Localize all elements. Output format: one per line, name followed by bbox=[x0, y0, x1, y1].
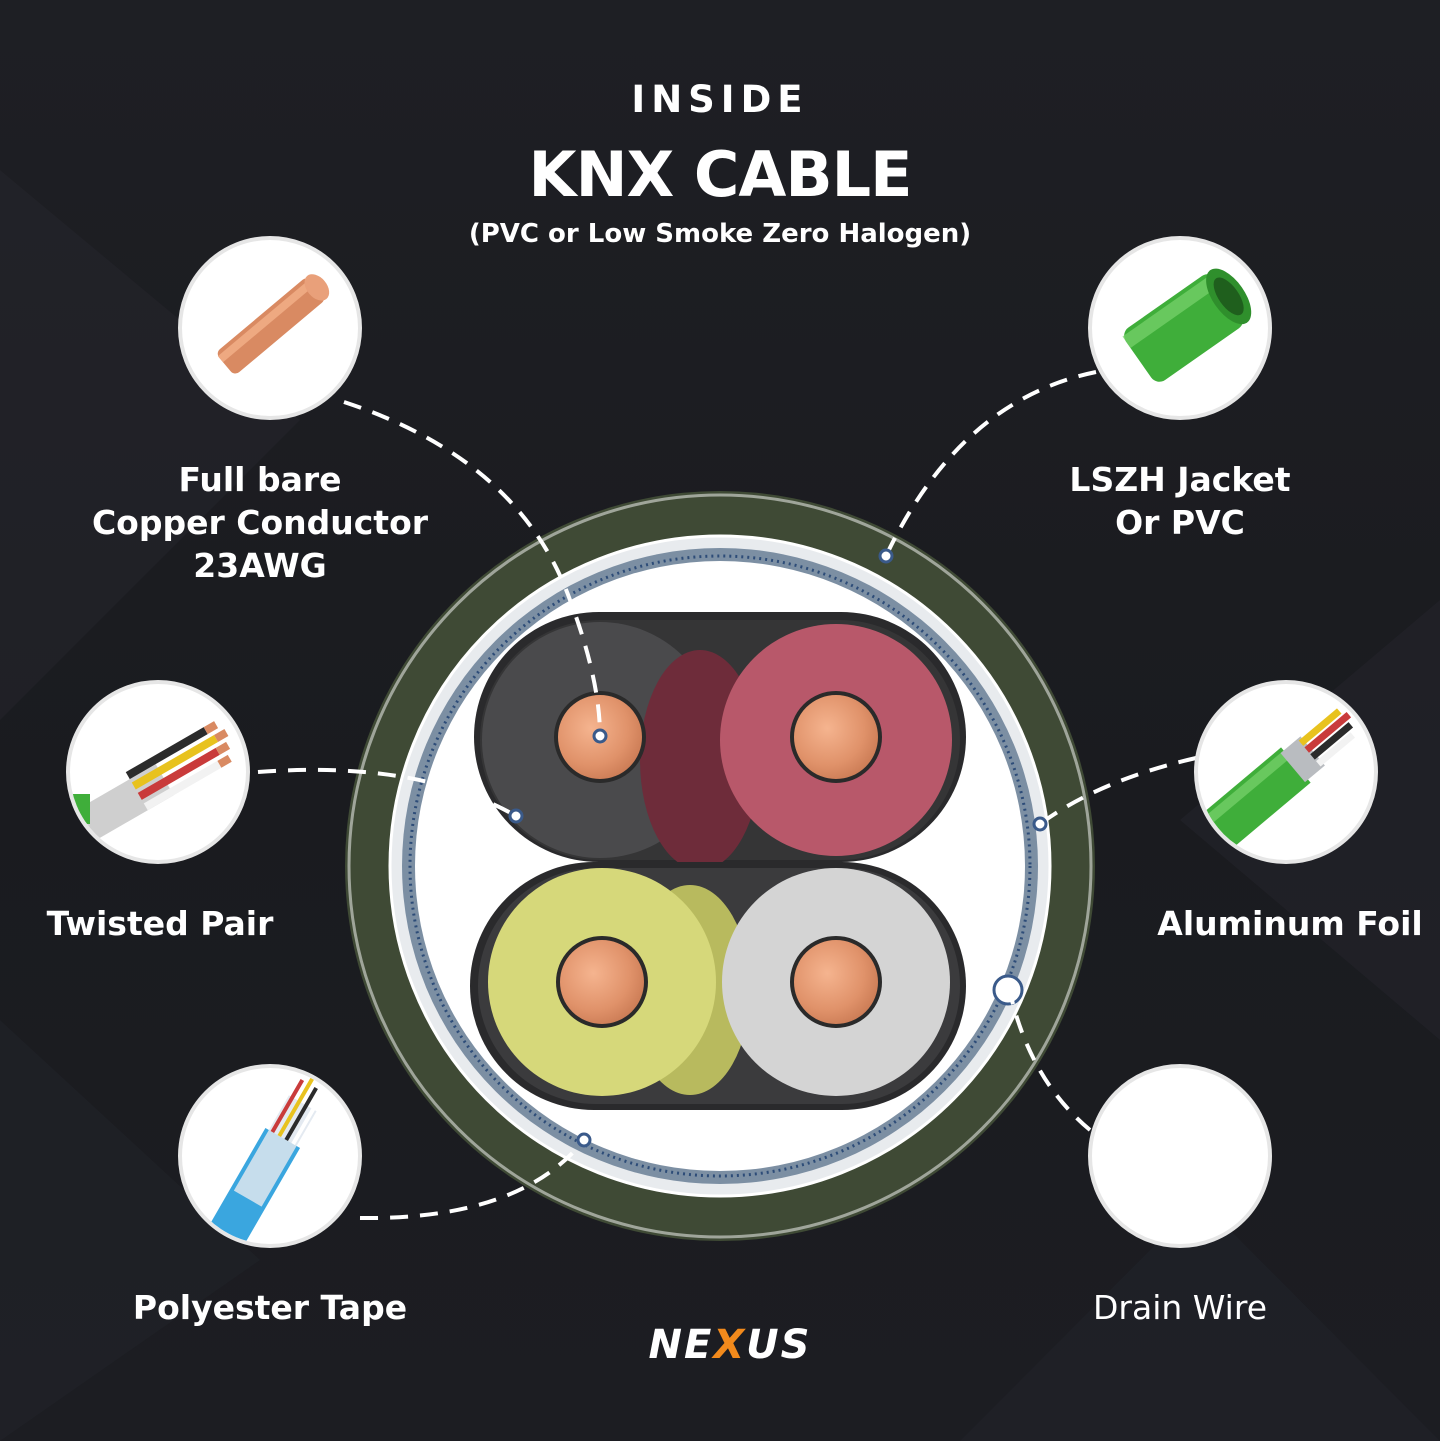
cable-cross-section bbox=[345, 491, 1095, 1241]
label-drain-wire: Drain Wire bbox=[1093, 1288, 1267, 1327]
connector-tape bbox=[359, 1138, 586, 1221]
connector-twisted bbox=[257, 767, 518, 818]
jacket-edge bbox=[347, 493, 1093, 1239]
polyester-tape-cable-icon bbox=[178, 1064, 362, 1248]
label-polyester-tape: Polyester Tape bbox=[132, 1288, 408, 1327]
connector-dot bbox=[576, 1132, 592, 1148]
label-jacket-line2: Or PVC bbox=[1115, 503, 1245, 542]
brand-logo: NEXUS bbox=[620, 1322, 840, 1368]
connector-drain bbox=[1008, 991, 1092, 1132]
brand-logo-mark: X bbox=[713, 1322, 747, 1368]
connector-dot bbox=[592, 728, 608, 744]
label-copper-line2: Copper Conductor bbox=[91, 503, 429, 542]
green-jacket-tube-icon bbox=[1088, 236, 1272, 420]
label-jacket: LSZH Jacket Or PVC bbox=[980, 458, 1380, 544]
label-twisted-pair: Twisted Pair bbox=[46, 904, 274, 943]
page-subtitle: (PVC or Low Smoke Zero Halogen) bbox=[468, 219, 972, 249]
page-title: KNX CABLE bbox=[528, 138, 913, 211]
copper-core bbox=[790, 936, 882, 1028]
connector-jacket bbox=[884, 370, 1097, 557]
label-aluminum-foil: Aluminum Foil bbox=[1157, 904, 1423, 943]
brand-logo-pre: NE bbox=[648, 1322, 714, 1368]
connector-dot bbox=[1032, 816, 1048, 832]
foil-shielded-cable-icon bbox=[1194, 680, 1378, 864]
label-copper-line1: Full bare bbox=[178, 460, 342, 499]
copper-core bbox=[556, 936, 648, 1028]
brand-logo-post: US bbox=[746, 1322, 812, 1368]
connector-dot bbox=[508, 808, 524, 824]
label-copper-line3: 23AWG bbox=[193, 546, 327, 585]
label-jacket-line1: LSZH Jacket bbox=[1069, 460, 1291, 499]
connector-copper bbox=[343, 400, 602, 737]
bg-facet bbox=[0, 1020, 260, 1441]
header-kicker: INSIDE bbox=[631, 78, 809, 121]
copper-core bbox=[790, 691, 882, 783]
twisted-pair-bundle-icon bbox=[66, 680, 250, 864]
drain-wire-icon bbox=[1088, 1064, 1272, 1248]
copper-wire-icon bbox=[178, 236, 362, 420]
braid-dots bbox=[408, 554, 1032, 1178]
drain-wire-dot bbox=[992, 974, 1024, 1006]
bg-facet bbox=[0, 170, 300, 720]
connector-lines bbox=[257, 370, 1197, 1221]
label-copper-conductor: Full bare Copper Conductor 23AWG bbox=[60, 458, 460, 587]
connector-dots bbox=[508, 548, 1048, 1148]
connector-dot bbox=[878, 548, 894, 564]
connector-foil bbox=[1038, 756, 1197, 826]
bg-facet bbox=[960, 1200, 1440, 1441]
